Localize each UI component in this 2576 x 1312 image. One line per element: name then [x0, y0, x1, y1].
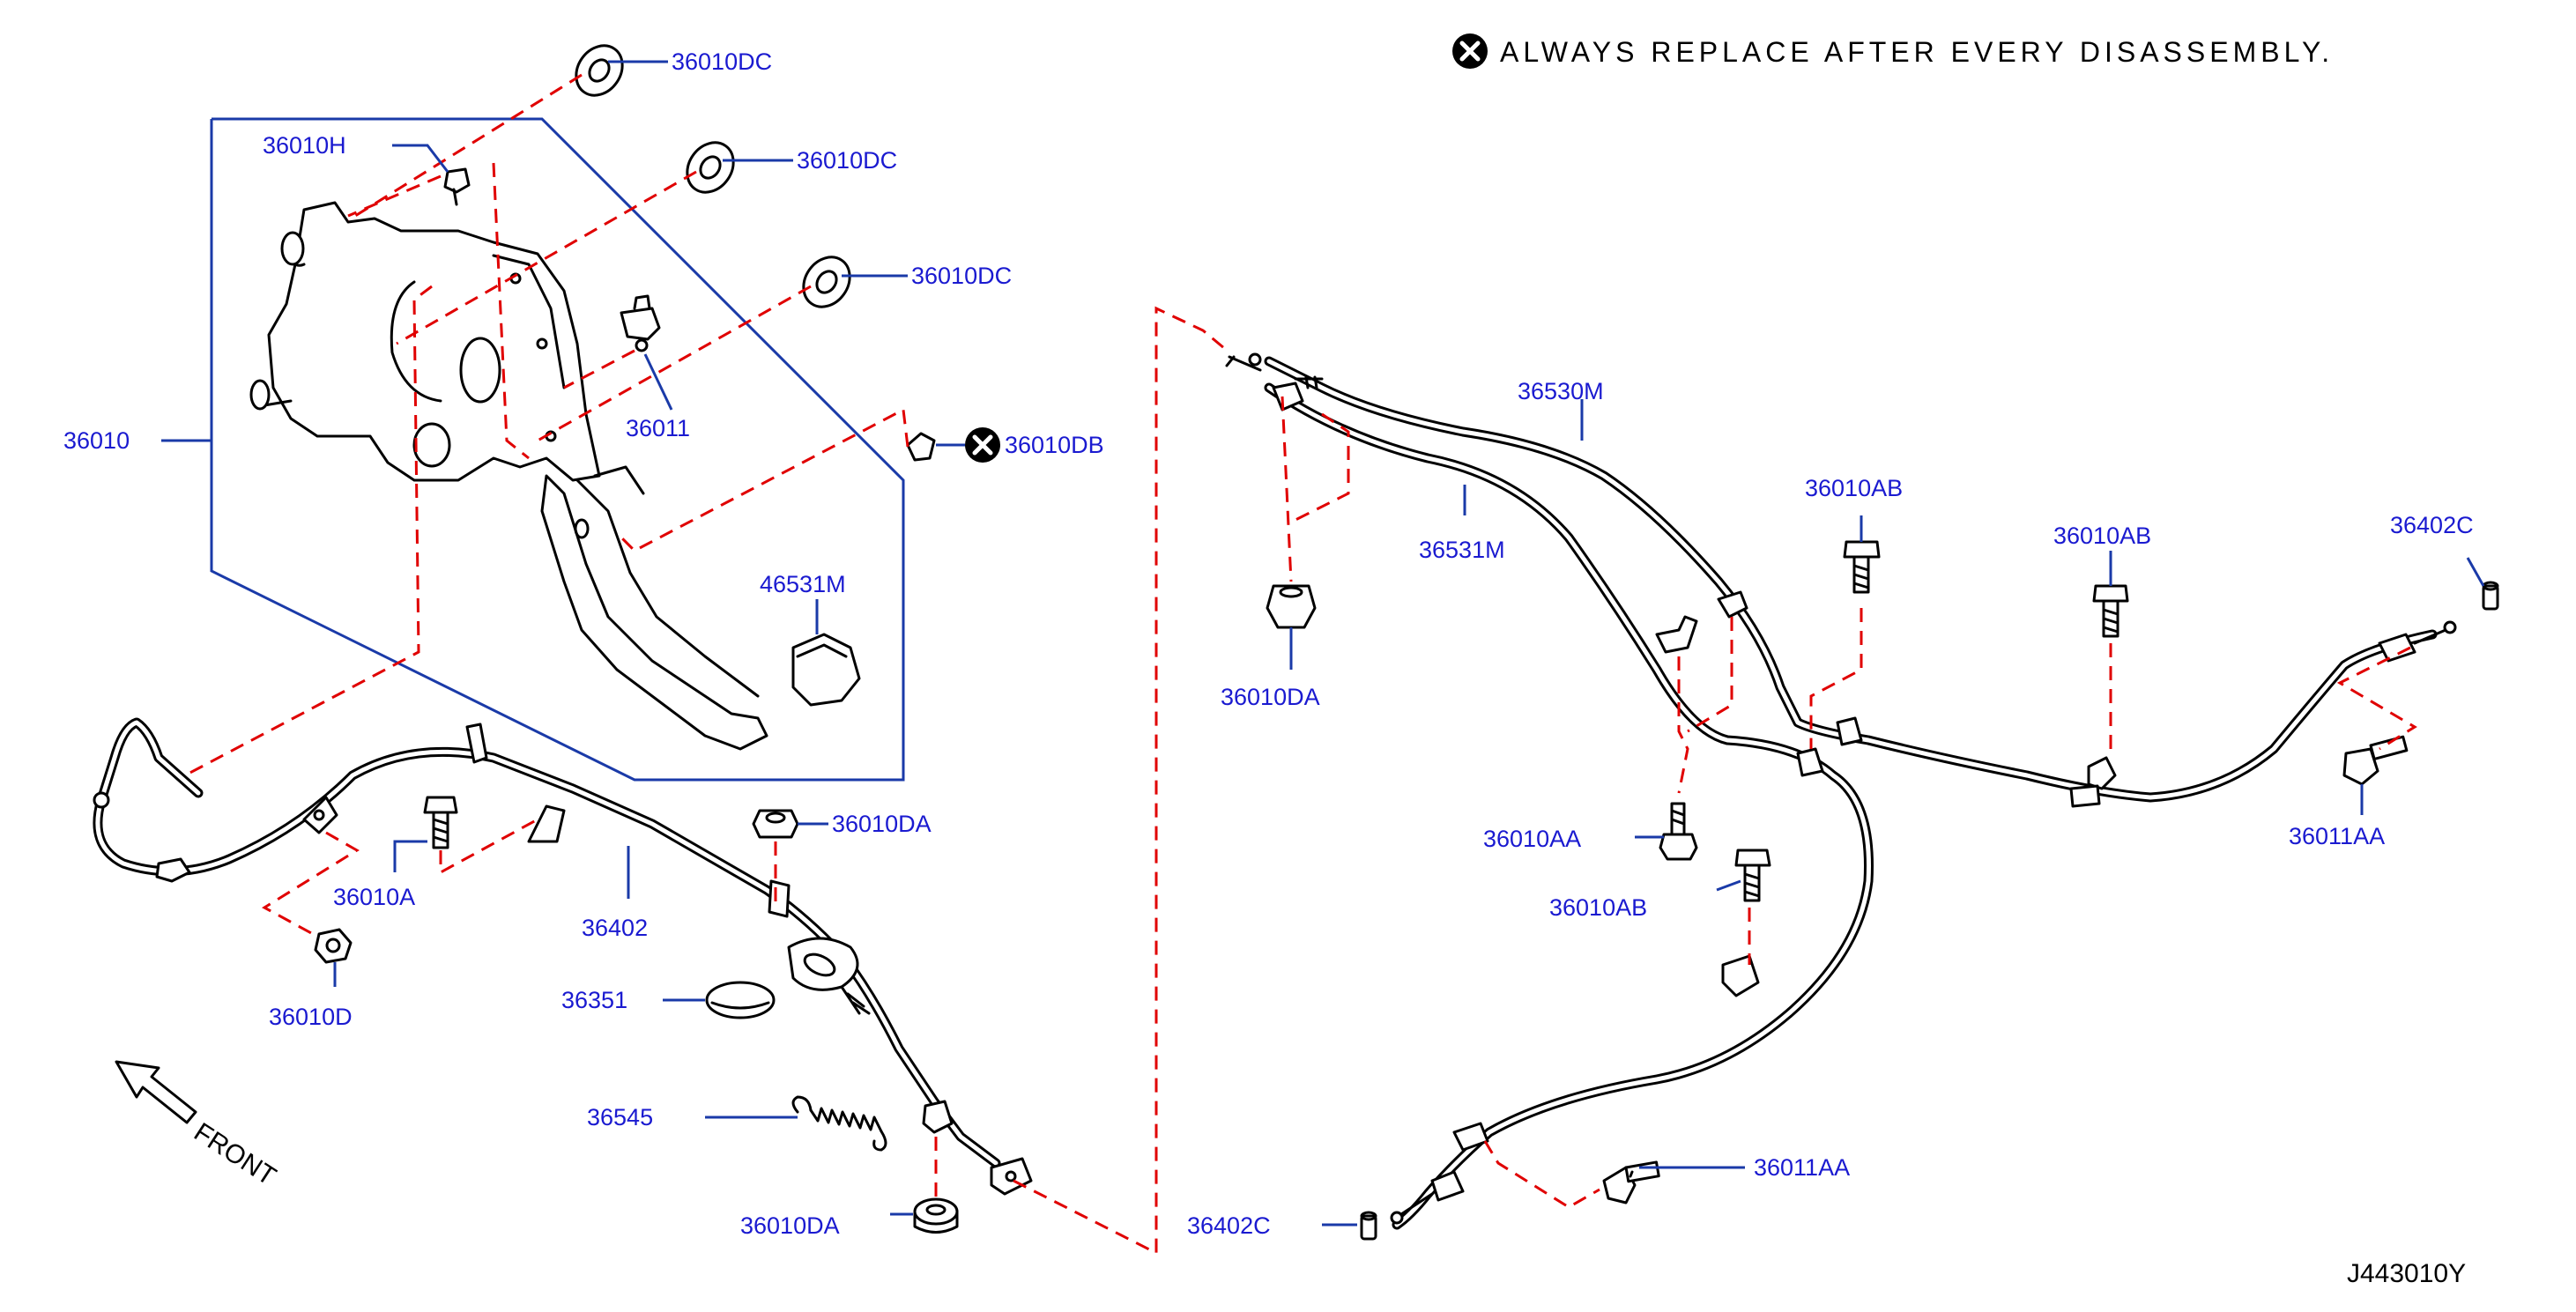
label-36011AA-1: 36011AA [2289, 823, 2385, 849]
washer-36010DC-3 [802, 256, 851, 308]
nut-36010DA-2 [913, 1197, 959, 1234]
pedal-pad-46531M [791, 633, 861, 707]
plug-36351 [705, 981, 776, 1019]
label-36545: 36545 [587, 1104, 653, 1130]
label-36010A: 36010A [333, 884, 415, 910]
label-36010AB-1: 36010AB [1805, 475, 1903, 501]
bolt-36010AA [1659, 802, 1698, 861]
bolt-36010A [423, 796, 458, 849]
label-36402C-2: 36402C [1187, 1212, 1271, 1239]
label-36010DA-2: 36010DA [740, 1212, 840, 1239]
pedal-assembly-outline [210, 117, 905, 782]
bolt-36010AB-3 [1734, 849, 1771, 902]
label-36010AB-2: 36010AB [2053, 523, 2151, 549]
front-arrow: FRONT [115, 1060, 281, 1191]
nut-36010DA-3 [1266, 584, 1317, 629]
nut-36010D [314, 928, 353, 964]
stop-switch-36011 [620, 294, 661, 352]
label-36010DC-3: 36010DC [911, 263, 1012, 289]
label-36402C-1: 36402C [2390, 512, 2474, 538]
reference-lines [184, 73, 2417, 1256]
label-46531M: 46531M [760, 571, 846, 597]
parking-brake-pedal-assembly [249, 167, 768, 751]
bolt-36011AA-1 [2342, 735, 2409, 786]
spring-36545 [791, 1095, 887, 1152]
leader-lines [161, 60, 2485, 1227]
label-36011AA-2: 36011AA [1754, 1154, 1850, 1181]
label-36010DC-2: 36010DC [797, 147, 897, 174]
label-36010H: 36010H [263, 132, 346, 159]
label-36010DC-1: 36010DC [672, 48, 772, 75]
replace-note-text: ALWAYS REPLACE AFTER EVERY DISASSEMBLY. [1500, 36, 2334, 68]
clip-36402C-1 [2482, 581, 2499, 611]
rear-cable-36530M [1264, 356, 2438, 803]
front-label: FRONT [189, 1117, 281, 1191]
part-labels: 36010DC 36010DC 36010DC 36010H 36010 360… [63, 48, 2474, 1239]
equalizer-end [1225, 352, 1324, 411]
label-36402: 36402 [582, 915, 648, 941]
label-36010AA: 36010AA [1483, 826, 1581, 852]
diagram-code: J443010Y [2347, 1259, 2466, 1288]
washer-36010DC-2 [686, 141, 735, 194]
nut-36010DA-1 [752, 809, 799, 839]
label-36010DA-1: 36010DA [832, 811, 932, 837]
bolt-36010AB-2 [2092, 584, 2129, 638]
rear-cable-36531M [1264, 382, 1874, 1230]
label-36010DA-3: 36010DA [1221, 684, 1320, 710]
bolt-36010AB-1 [1843, 540, 1881, 594]
label-36010DB: 36010DB [1005, 432, 1104, 458]
replace-note: ALWAYS REPLACE AFTER EVERY DISASSEMBLY. [1452, 33, 2334, 69]
clip-36010DB [906, 427, 1000, 463]
label-36011: 36011 [626, 415, 690, 441]
front-cable-36402 [93, 717, 1033, 1196]
label-36010AB-3: 36010AB [1549, 894, 1647, 921]
label-36351: 36351 [561, 987, 627, 1013]
washer-36010DC-1 [575, 44, 624, 97]
label-36010D: 36010D [269, 1004, 353, 1030]
front-arrow-icon [115, 1060, 197, 1124]
screw-36010H [443, 167, 471, 206]
label-36531M: 36531M [1419, 537, 1505, 563]
label-36010: 36010 [63, 427, 130, 454]
label-36530M: 36530M [1518, 378, 1604, 404]
clip-36402C-2 [1360, 1211, 1377, 1241]
